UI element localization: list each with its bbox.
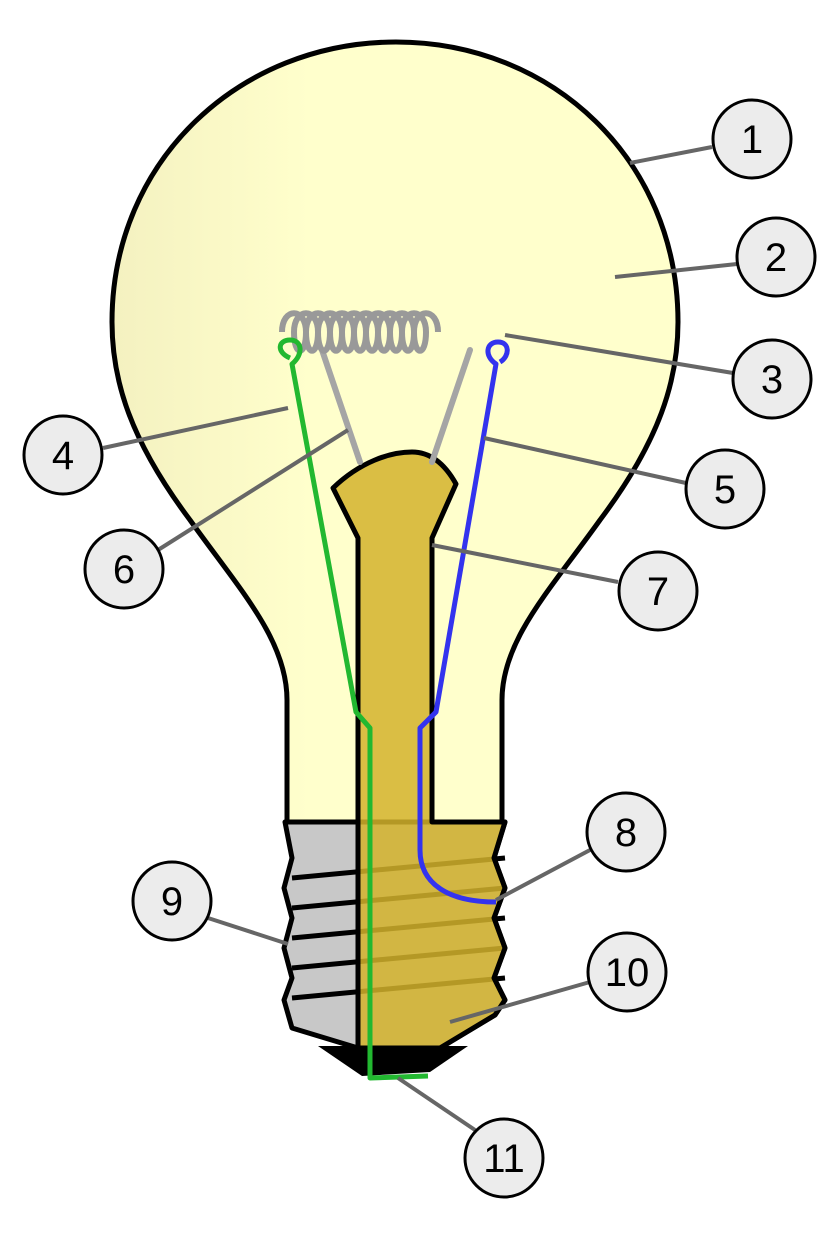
callout-3-label: 3 [761,358,783,402]
leader-line-1 [629,145,713,165]
leader-line-5 [483,436,687,485]
callout-2-label: 2 [765,236,787,280]
callout-6: 6 [83,528,165,610]
leader-line-10 [449,980,591,1024]
callout-11: 11 [463,1117,545,1199]
lead-wire-left [277,337,429,1081]
callout-4: 4 [22,414,104,496]
callout-11-label: 11 [483,1137,525,1181]
callout-7: 7 [617,550,699,632]
callout-2: 2 [735,216,817,298]
leader-line-9 [207,916,289,946]
callout-5-label: 5 [714,468,736,512]
callout-3: 3 [731,338,813,420]
leader-line-8 [495,848,591,902]
callout-8-label: 8 [615,811,637,855]
support-wires [319,347,473,465]
leader-line-7 [431,543,619,584]
callout-8: 8 [585,791,667,873]
callout-4-label: 4 [52,434,74,478]
callout-10: 10 [586,931,668,1013]
filament-coil [279,310,441,354]
callout-9-label: 9 [161,880,183,924]
callout-10-label: 10 [605,951,650,995]
base-contact [318,1046,468,1076]
leader-line-3 [504,333,734,375]
leader-line-11 [396,1076,477,1132]
callout-7-label: 7 [647,570,669,614]
leader-line-2 [614,262,738,279]
glass-bulb [109,39,681,825]
callout-1: 1 [711,98,793,180]
callout-6-label: 6 [113,548,135,592]
leader-line-6 [156,428,350,552]
callout-1-label: 1 [741,118,763,162]
leader-line-4 [102,406,289,450]
lead-wire-right [417,339,510,905]
leader-lines [102,145,738,1132]
callout-5: 5 [684,448,766,530]
callout-9: 9 [131,860,213,942]
